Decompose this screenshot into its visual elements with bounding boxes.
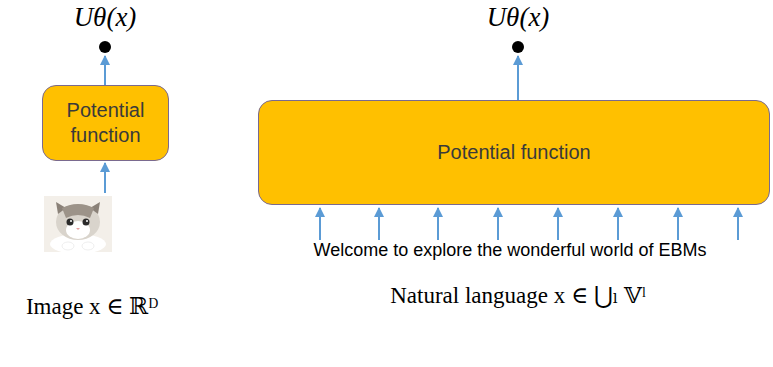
box-label: Potential function (53, 98, 158, 148)
cat-image (44, 196, 112, 254)
output-dot (99, 41, 111, 53)
energy-label: Uθ(x) (74, 2, 137, 33)
energy-label: Uθ(x) (487, 2, 550, 33)
potential-function-box: Potential function (42, 85, 169, 161)
output-arrow (517, 56, 519, 100)
input-arrow (104, 163, 106, 193)
input-arrows (320, 208, 738, 240)
output-arrow (104, 56, 106, 85)
input-caption: Natural language x ∈ ⋃ₗ 𝕍ˡ (390, 282, 646, 309)
potential-function-box: Potential function (258, 100, 770, 205)
output-dot (512, 41, 524, 53)
input-caption: Image x ∈ ℝᴰ (26, 293, 158, 320)
input-sentence: Welcome to explore the wonderful world o… (312, 240, 709, 261)
box-label: Potential function (437, 140, 590, 165)
